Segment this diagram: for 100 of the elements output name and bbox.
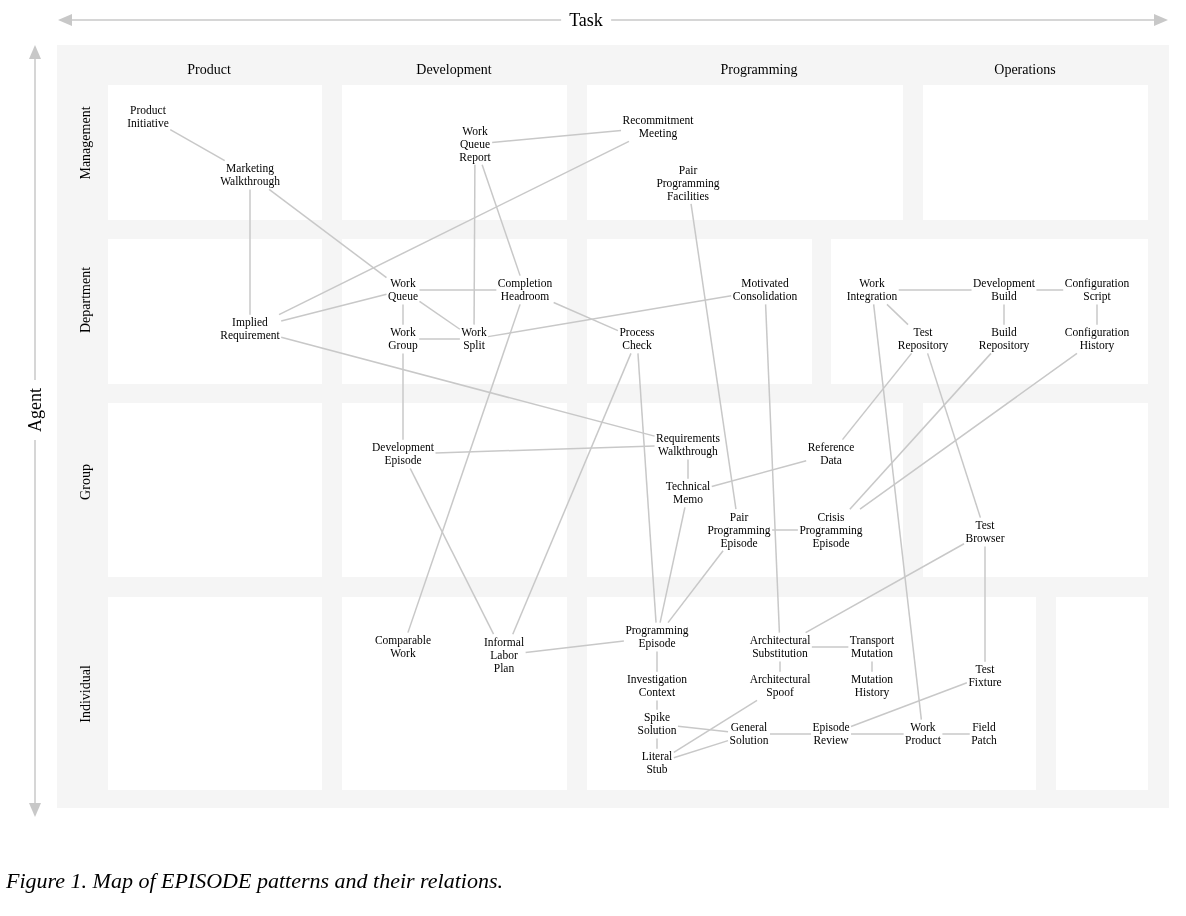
relation-line [552,301,619,332]
pattern-name: Work Queue Report [459,124,491,164]
pattern-name: Requirements Walkthrough [656,432,720,458]
relation-line [690,203,737,510]
relation-line [280,293,388,322]
relation-line [673,739,729,759]
relation-line [1035,289,1064,291]
relation-line [872,303,923,721]
relation-line [278,140,630,316]
column-header: Programming [720,62,798,78]
pattern-name: Product Initiative [127,104,169,130]
pattern-name: Implied Requirement [220,316,280,342]
pattern-name: Technical Memo [665,480,711,506]
pattern-name: Work Group [388,326,418,352]
relation-line [811,646,850,648]
pattern-name: Literal Stub [641,750,673,776]
relation-line [487,294,732,338]
pattern-name: Build Repository [978,326,1030,352]
figure-caption: Figure 1. Map of EPISODE patterns and their relations. [6,868,503,894]
pattern-name: Informal Labor Plan [483,635,525,675]
relation-line [407,303,521,634]
pattern-name: Reference Data [807,441,855,467]
relation-line [769,733,812,735]
row-header: Department [78,266,94,334]
relation-line [402,352,404,441]
relation-line [941,733,971,735]
relation-line [659,506,686,624]
relation-line [1003,303,1005,326]
pattern-name: Field Patch [971,721,997,747]
relation-line [280,336,656,437]
relation-line [984,545,986,663]
pattern-name: Test Repository [897,326,949,352]
pattern-name: Process Check [619,326,655,352]
pattern-name: Crisis Programming Episode [799,510,863,550]
relation-line [409,467,495,635]
relation-line [850,682,968,728]
relation-line [656,737,658,750]
relation-line [667,550,724,624]
relation-line [841,352,913,441]
pattern-name: Recommitment Meeting [622,114,694,140]
relation-line [656,650,658,673]
relation-line [418,300,461,330]
relation-line [711,460,807,488]
relation-line [850,733,905,735]
relation-line [859,352,1078,510]
column-header: Development [416,62,492,78]
relation-line [687,458,689,480]
pattern-name: Test Fixture [968,663,1002,689]
relation-line [673,699,758,754]
relation-line [473,164,476,326]
relation-line [771,529,799,531]
pattern-name: Architectural Spoof [749,673,811,699]
relation-line [418,338,461,340]
pattern-name: Configuration History [1064,326,1130,352]
relation-line [402,303,404,326]
pattern-name: Motivated Consolidation [732,277,798,303]
relation-line [886,303,909,326]
pattern-name: General Solution [729,721,769,747]
relation-line [637,352,657,624]
pattern-name: Architectural Substitution [749,634,811,660]
relation-line [898,289,973,291]
relation-line [779,660,781,673]
relation-line [804,543,965,634]
pattern-name: Spike Solution [637,711,677,737]
pattern-name: Investigation Context [627,673,687,699]
relation-line [871,660,873,673]
pattern-name: Programming Episode [625,624,689,650]
pattern-name: Marketing Walkthrough [220,162,280,188]
column-header: Operations [994,62,1056,78]
pattern-name: Work Queue [388,277,418,303]
pattern-name: Pair Programming Episode [707,510,771,550]
relation-line [849,352,992,510]
pattern-name: Work Split [461,326,487,352]
pattern-name: Configuration Script [1064,277,1130,303]
pattern-name: Work Product [905,721,941,747]
pattern-name: Test Browser [965,519,1005,545]
relation-line [249,188,251,316]
pattern-name: Work Integration [846,277,898,303]
relation-line [169,128,226,162]
pattern-name: Pair Programming Facilities [656,163,720,203]
relation-line [491,129,622,144]
pattern-name: Comparable Work [374,634,432,660]
relation-line [434,445,656,454]
relation-line [418,289,498,291]
pattern-name: Transport Mutation [849,634,895,660]
pattern-name: Episode Review [812,721,850,747]
relation-line [268,188,388,279]
row-header: Individual [78,665,94,723]
pattern-name: Mutation History [850,673,894,699]
relation-line [677,725,729,733]
relation-line [764,303,781,634]
relation-line [481,164,521,277]
relation-line [512,352,632,635]
column-header: Product [187,62,231,78]
relation-line [656,699,658,711]
pattern-name: Development Episode [372,441,434,467]
row-header: Group [78,464,94,500]
pattern-name: Development Build [973,277,1035,303]
relation-line [1096,303,1098,326]
row-header: Management [78,106,94,180]
